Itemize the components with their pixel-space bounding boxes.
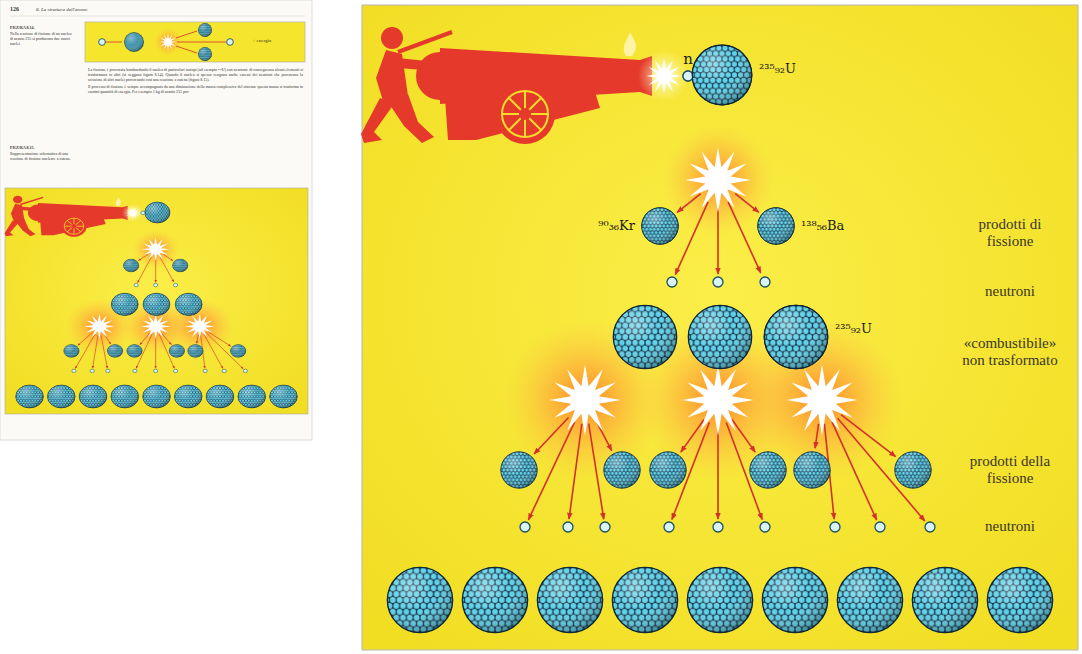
mini-figure-8-14: [85, 22, 305, 62]
isotope-label: ²³⁵₉₂U: [835, 321, 872, 337]
explosion: [549, 364, 620, 435]
isotope-label: ²³⁵₉₂U: [759, 61, 796, 77]
header-rule: [10, 16, 305, 17]
isotope-label: n: [683, 50, 693, 68]
row-label: «combustibile» non trasformato: [954, 335, 1066, 370]
mini-figure-8-15: [5, 188, 308, 414]
neutrons: [520, 71, 935, 532]
nuclei: [387, 45, 1052, 632]
row-label: neutroni: [954, 283, 1066, 300]
running-head: 8. La struttura dell'atomo: [36, 6, 87, 13]
nucleus-node: ²³⁵₉₂U: [763, 304, 829, 370]
particle-shape: [757, 207, 795, 245]
explosion: [682, 364, 753, 435]
explosion: [786, 364, 857, 435]
fission-arrows: [528, 194, 924, 521]
yellow-panel: [362, 5, 1078, 650]
row-label: prodotti di fissione: [954, 216, 1066, 251]
body-text: Il processo di fissione è sempre accompa…: [88, 85, 303, 95]
particle-shape: [763, 304, 829, 370]
page-sheet: [0, 0, 312, 440]
page-text-layer: 126 8. La struttura dell'atomoFIGURA 8.14…: [0, 0, 310, 440]
figure-note: + energia: [253, 37, 272, 44]
figure-caption: Rappresentazione schematica di una reazi…: [10, 151, 75, 161]
nucleus-node: ⁹⁰₃₆Kr: [641, 207, 679, 245]
book-page: [0, 0, 312, 440]
particle-shape: [641, 207, 679, 245]
cannon-figure: [361, 27, 652, 144]
figure-number: FIGURA 8.14.: [10, 25, 75, 30]
nucleus-node: ²³⁵₉₂U: [691, 44, 753, 106]
body-text: La fissione è provocata bombardando il n…: [88, 67, 303, 83]
nucleus-node: ¹³⁸₅₆Ba: [757, 207, 795, 245]
row-label: prodotti della fissione: [954, 453, 1066, 488]
figure-caption: Nella reazione di fissione di un nucleo …: [10, 31, 75, 47]
row-label: neutroni: [954, 518, 1066, 535]
mini-chain-reaction: [5, 196, 298, 408]
page-number: 126: [10, 5, 19, 13]
particle-shape: [691, 44, 753, 106]
chain-reaction: [361, 27, 1053, 633]
isotope-label: ¹³⁸₅₆Ba: [801, 218, 844, 234]
explosion: [685, 147, 751, 213]
isotope-label: ⁹⁰₃₆Kr: [598, 218, 635, 234]
figure-number: FIGURA 8.15.: [10, 145, 75, 150]
